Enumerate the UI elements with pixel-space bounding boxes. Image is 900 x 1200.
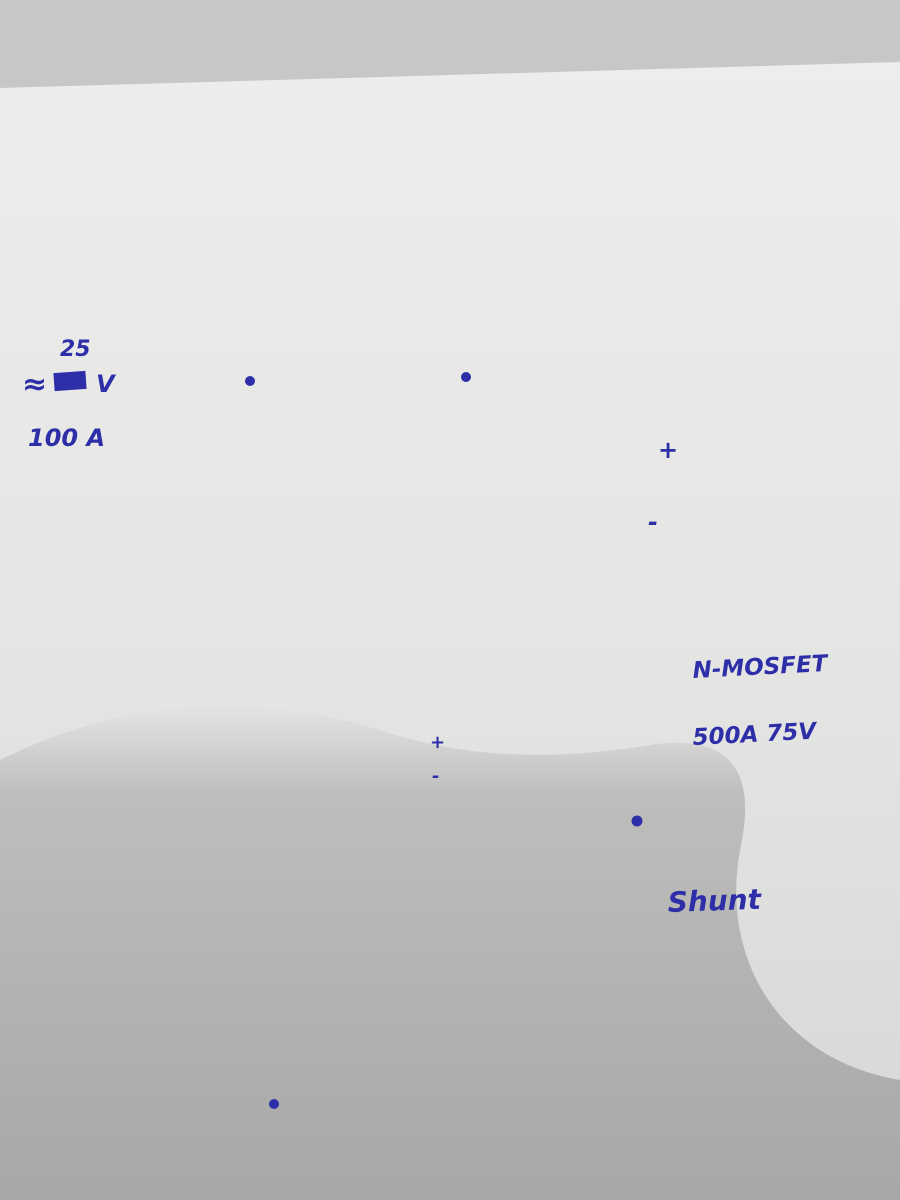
shadow-overlay xyxy=(0,706,900,1200)
shunt-label: Shunt xyxy=(667,883,763,919)
junction-dot xyxy=(245,376,255,386)
output-plus-label: + xyxy=(658,436,678,464)
scribble-mark xyxy=(53,370,87,392)
junction-dot xyxy=(461,372,471,382)
supply-voltage-approx: ≈ xyxy=(22,367,47,402)
output-minus-label: - xyxy=(648,508,658,536)
junction-dot xyxy=(631,815,643,827)
supply-current: 100 A xyxy=(28,424,105,452)
opamp-minus-label: - xyxy=(432,766,439,787)
supply-voltage-top: 25 xyxy=(60,337,91,362)
junction-dots xyxy=(245,372,643,1109)
supply-voltage-unit: V xyxy=(96,370,117,398)
opamp-plus-label: + xyxy=(430,732,445,753)
junction-dot xyxy=(269,1099,279,1109)
